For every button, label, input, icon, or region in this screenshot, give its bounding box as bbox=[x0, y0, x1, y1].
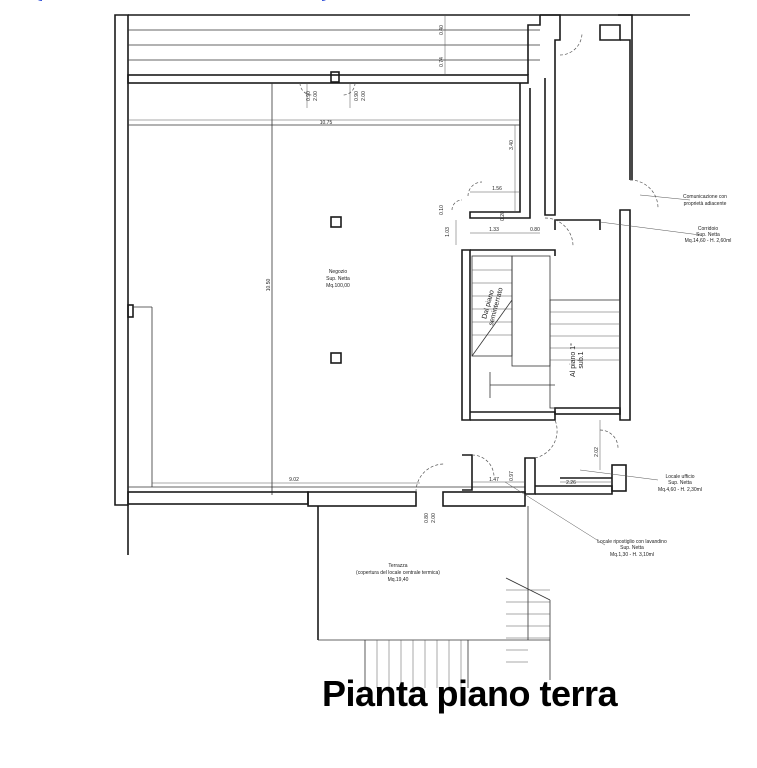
dim-2-00b: 2.00 bbox=[361, 91, 367, 101]
negozio-label: Negozio bbox=[329, 269, 348, 275]
ripostiglio-sup: Sup. Netta bbox=[620, 545, 644, 551]
leader-lines bbox=[504, 194, 701, 546]
dim-0-20: 0.20 bbox=[500, 211, 506, 221]
ripostiglio-label: Locale ripostiglio con lavandino bbox=[597, 539, 667, 545]
dim-2-26: 2.26 bbox=[566, 480, 576, 486]
dim-9-02: 9.02 bbox=[289, 477, 299, 483]
negozio-mq: Mq.100,00 bbox=[326, 283, 350, 289]
dim-1-03: 1.03 bbox=[445, 227, 451, 237]
ufficio-mq: Mq.4,60 - H. 2,30ml bbox=[658, 487, 702, 493]
stairs-down bbox=[471, 255, 551, 367]
dim-1-33: 1.33 bbox=[489, 227, 499, 233]
dim-0-90a: 0.90 bbox=[306, 91, 312, 101]
door-swings bbox=[299, 32, 659, 493]
corridoio-label: Corridoio bbox=[698, 226, 719, 232]
dimension-lines bbox=[128, 15, 612, 484]
stair-up-line2: sub.1 bbox=[578, 351, 585, 368]
stairs-up bbox=[489, 299, 621, 409]
dim-0-80b: 0.80 bbox=[424, 513, 430, 523]
dim-2-00c: 2.00 bbox=[431, 513, 437, 523]
dim-2-00a: 2.00 bbox=[313, 91, 319, 101]
corridoio-sup: Sup. Netta bbox=[696, 232, 720, 238]
comunicazione-line2: proprietà adiacente bbox=[684, 201, 727, 207]
ripostiglio-mq: Mq.1,30 - H. 3,10ml bbox=[610, 552, 654, 558]
terrazza-desc: (copertura del locale centrale termica) bbox=[356, 570, 440, 576]
comunicazione-line1: Comunicazione con bbox=[683, 194, 727, 200]
dim-2-02: 2.02 bbox=[594, 447, 600, 457]
terrazza-mq: Mq.19,40 bbox=[388, 577, 409, 583]
dim-0-90b: 0.90 bbox=[354, 91, 360, 101]
dim-3-40: 3.40 bbox=[509, 140, 515, 150]
dim-1-56: 1.56 bbox=[492, 186, 502, 192]
negozio-sup: Sup. Netta bbox=[326, 276, 350, 282]
dim-0-80: 0.80 bbox=[530, 227, 540, 233]
shop-walls bbox=[114, 14, 690, 555]
dim-0-10: 0.10 bbox=[439, 205, 445, 215]
dim-0-40: 0.40 bbox=[439, 25, 445, 35]
terrace bbox=[317, 506, 551, 688]
stair-up-line1: Al piano 1° bbox=[569, 343, 577, 377]
pillars bbox=[330, 71, 342, 364]
dim-0-97: 0.97 bbox=[509, 471, 515, 481]
corridoio-mq: Mq.14,60 - H. 2,60ml bbox=[685, 238, 732, 244]
ufficio-label: Locale ufficio bbox=[665, 474, 694, 480]
dim-0-74: 0.74 bbox=[439, 57, 445, 67]
dim-10-75: 10.75 bbox=[320, 120, 333, 126]
plan-title: Pianta piano terra bbox=[322, 673, 618, 714]
ufficio-sup: Sup. Netta bbox=[668, 480, 692, 486]
dim-10-50: 10.50 bbox=[266, 279, 272, 292]
dim-1-47: 1.47 bbox=[489, 477, 499, 483]
corridor-walls bbox=[461, 14, 633, 495]
terrazza-label: Terrazza bbox=[388, 563, 407, 569]
